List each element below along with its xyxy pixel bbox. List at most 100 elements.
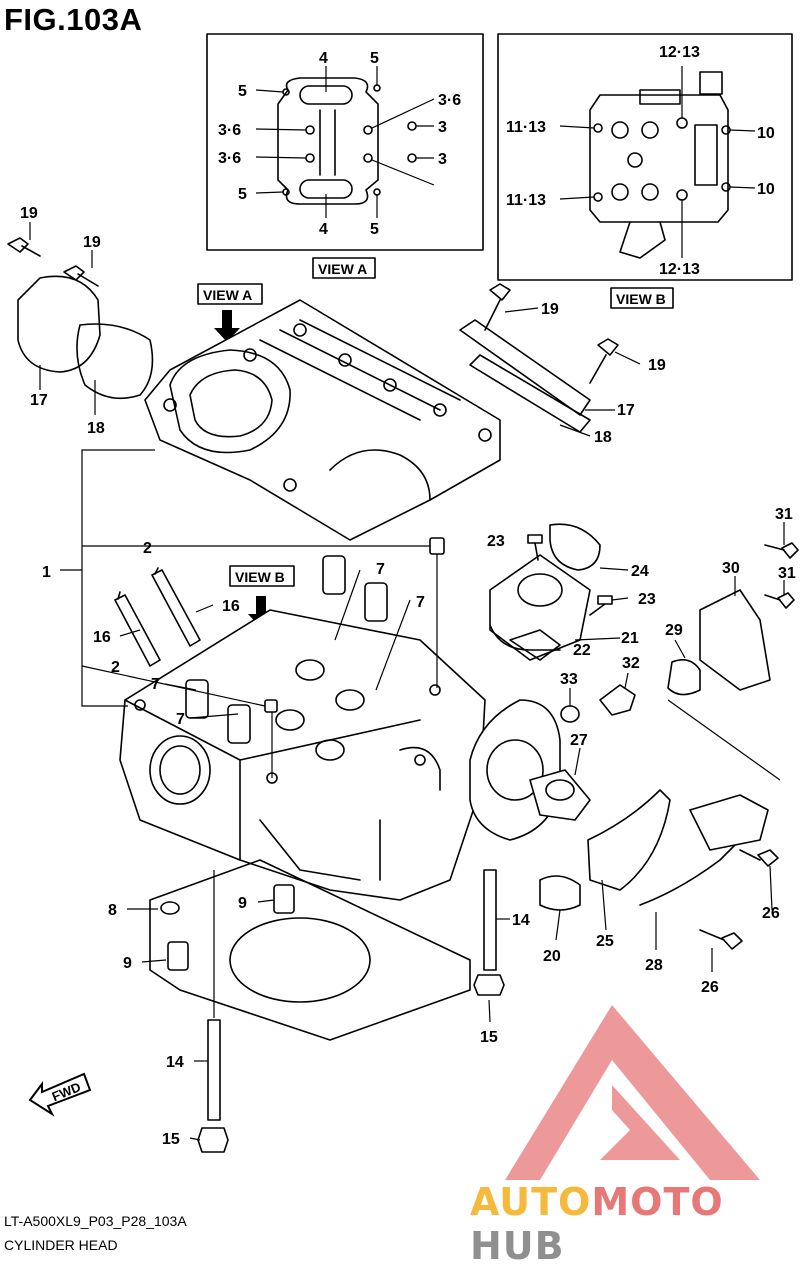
view-a-frame — [206, 33, 484, 251]
bolt-26-b — [699, 929, 743, 950]
intake-clamp — [549, 523, 601, 571]
cylinder-head-top-outline — [589, 94, 729, 223]
view-b-callout: 10 — [757, 181, 775, 198]
figure-title: FIG.103A — [4, 2, 143, 37]
cylinder-head — [119, 609, 486, 901]
callout-1-bracket — [81, 449, 155, 707]
view-a-arrow-icon — [214, 310, 240, 342]
callout-9: 9 — [123, 955, 132, 972]
bolt-31-b — [764, 592, 795, 609]
intake-pipe — [489, 554, 591, 661]
view-b-label: VIEW B — [616, 291, 666, 307]
callout-19: 19 — [83, 234, 101, 251]
watermark-hub: HUB — [470, 1224, 565, 1268]
intake-gasket-22 — [489, 624, 561, 651]
bolt-31-a — [764, 542, 799, 559]
spark-plug-b — [114, 591, 161, 667]
valve-guide — [322, 555, 346, 595]
callout-30: 30 — [722, 560, 740, 577]
dowel-9-b — [273, 884, 295, 914]
view-b-pointer-box — [229, 565, 295, 587]
view-a-callout: 5 — [370, 50, 379, 67]
callout-29: 29 — [665, 622, 683, 639]
callout-19: 19 — [20, 205, 38, 222]
callout-7: 7 — [376, 561, 385, 578]
callout-32: 32 — [622, 655, 640, 672]
view-a-label-box — [312, 257, 376, 279]
fwd-label: FWD — [50, 1079, 83, 1104]
view-b-pointer-label: VIEW B — [235, 569, 285, 585]
bolt-23-a — [527, 534, 543, 561]
figure-code: LT-A500XL9_P03_P28_103A — [4, 1213, 187, 1229]
callout-20: 20 — [543, 948, 561, 965]
bolt-19-right-b — [589, 338, 619, 384]
callout-16: 16 — [222, 598, 240, 615]
bolt-26-a — [739, 849, 779, 867]
callout-31: 31 — [775, 506, 793, 523]
grommet-29 — [667, 659, 701, 696]
callout-18: 18 — [594, 429, 612, 446]
watermark-logo-icon — [505, 1005, 760, 1180]
callout-7: 7 — [151, 676, 160, 693]
callout-16: 16 — [93, 629, 111, 646]
temp-sensor-32 — [599, 684, 636, 716]
view-a-pointer-label: VIEW A — [203, 287, 252, 303]
callout-19: 19 — [541, 301, 559, 318]
callout-2: 2 — [143, 540, 152, 557]
cover-plate-right — [459, 319, 591, 416]
bolt-19-left-b — [63, 265, 99, 287]
callout-7: 7 — [416, 594, 425, 611]
callout-7: 7 — [176, 711, 185, 728]
valve-guide — [227, 704, 251, 744]
view-a-inset — [206, 33, 484, 251]
thermostat-outlet — [619, 221, 666, 259]
figure-name: CYLINDER HEAD — [4, 1237, 118, 1253]
callout-9: 9 — [238, 895, 247, 912]
callout-25: 25 — [596, 933, 614, 950]
view-a-callout: 3·6 — [218, 150, 241, 167]
callout-1: 1 — [42, 564, 51, 581]
callout-14: 14 — [512, 912, 530, 929]
fwd-arrow-icon: FWD — [28, 1072, 92, 1117]
view-a-callout: 3 — [438, 151, 447, 168]
view-a-callout: 4 — [319, 50, 328, 67]
callout-15: 15 — [162, 1131, 180, 1148]
washer-33 — [560, 705, 580, 723]
callout-18: 18 — [87, 420, 105, 437]
callout-23: 23 — [638, 591, 656, 608]
gasket-right — [469, 354, 591, 433]
view-a-callout: 3·6 — [218, 122, 241, 139]
view-b-callout: 12·13 — [659, 261, 700, 278]
callout-28: 28 — [645, 957, 663, 974]
stud-14-right — [483, 869, 497, 971]
thermostat — [529, 769, 591, 821]
view-a-callout: 4 — [319, 221, 328, 238]
view-a-callout: 5 — [238, 186, 247, 203]
view-a-callout: 3 — [438, 119, 447, 136]
head-gasket — [149, 859, 471, 1041]
callout-2: 2 — [111, 659, 120, 676]
callout-14: 14 — [166, 1054, 184, 1071]
view-b-frame — [497, 33, 793, 281]
view-a-callout: 3·6 — [438, 92, 461, 109]
leader-lines — [29, 222, 785, 1141]
view-b-callout: 11·13 — [506, 119, 546, 136]
view-b-callout: 12·13 — [659, 44, 700, 61]
gasket-left — [76, 323, 154, 400]
nut-15-left — [197, 1127, 229, 1153]
spark-plug-a — [151, 567, 201, 647]
bracket-30 — [699, 589, 771, 691]
nut-15-right — [473, 974, 505, 996]
callout-24: 24 — [631, 563, 649, 580]
dowel-9-a — [167, 941, 189, 971]
dowel-pin — [264, 699, 278, 713]
bolt-23-b — [589, 595, 613, 616]
view-a-callout: 5 — [370, 221, 379, 238]
callout-27: 27 — [570, 732, 588, 749]
valve-cover-outline — [277, 77, 379, 205]
watermark-auto: AUTO — [470, 1180, 592, 1224]
view-a-callout: 5 — [238, 83, 247, 100]
watermark-moto: MOTO — [591, 1180, 724, 1224]
callout-17: 17 — [30, 392, 48, 409]
